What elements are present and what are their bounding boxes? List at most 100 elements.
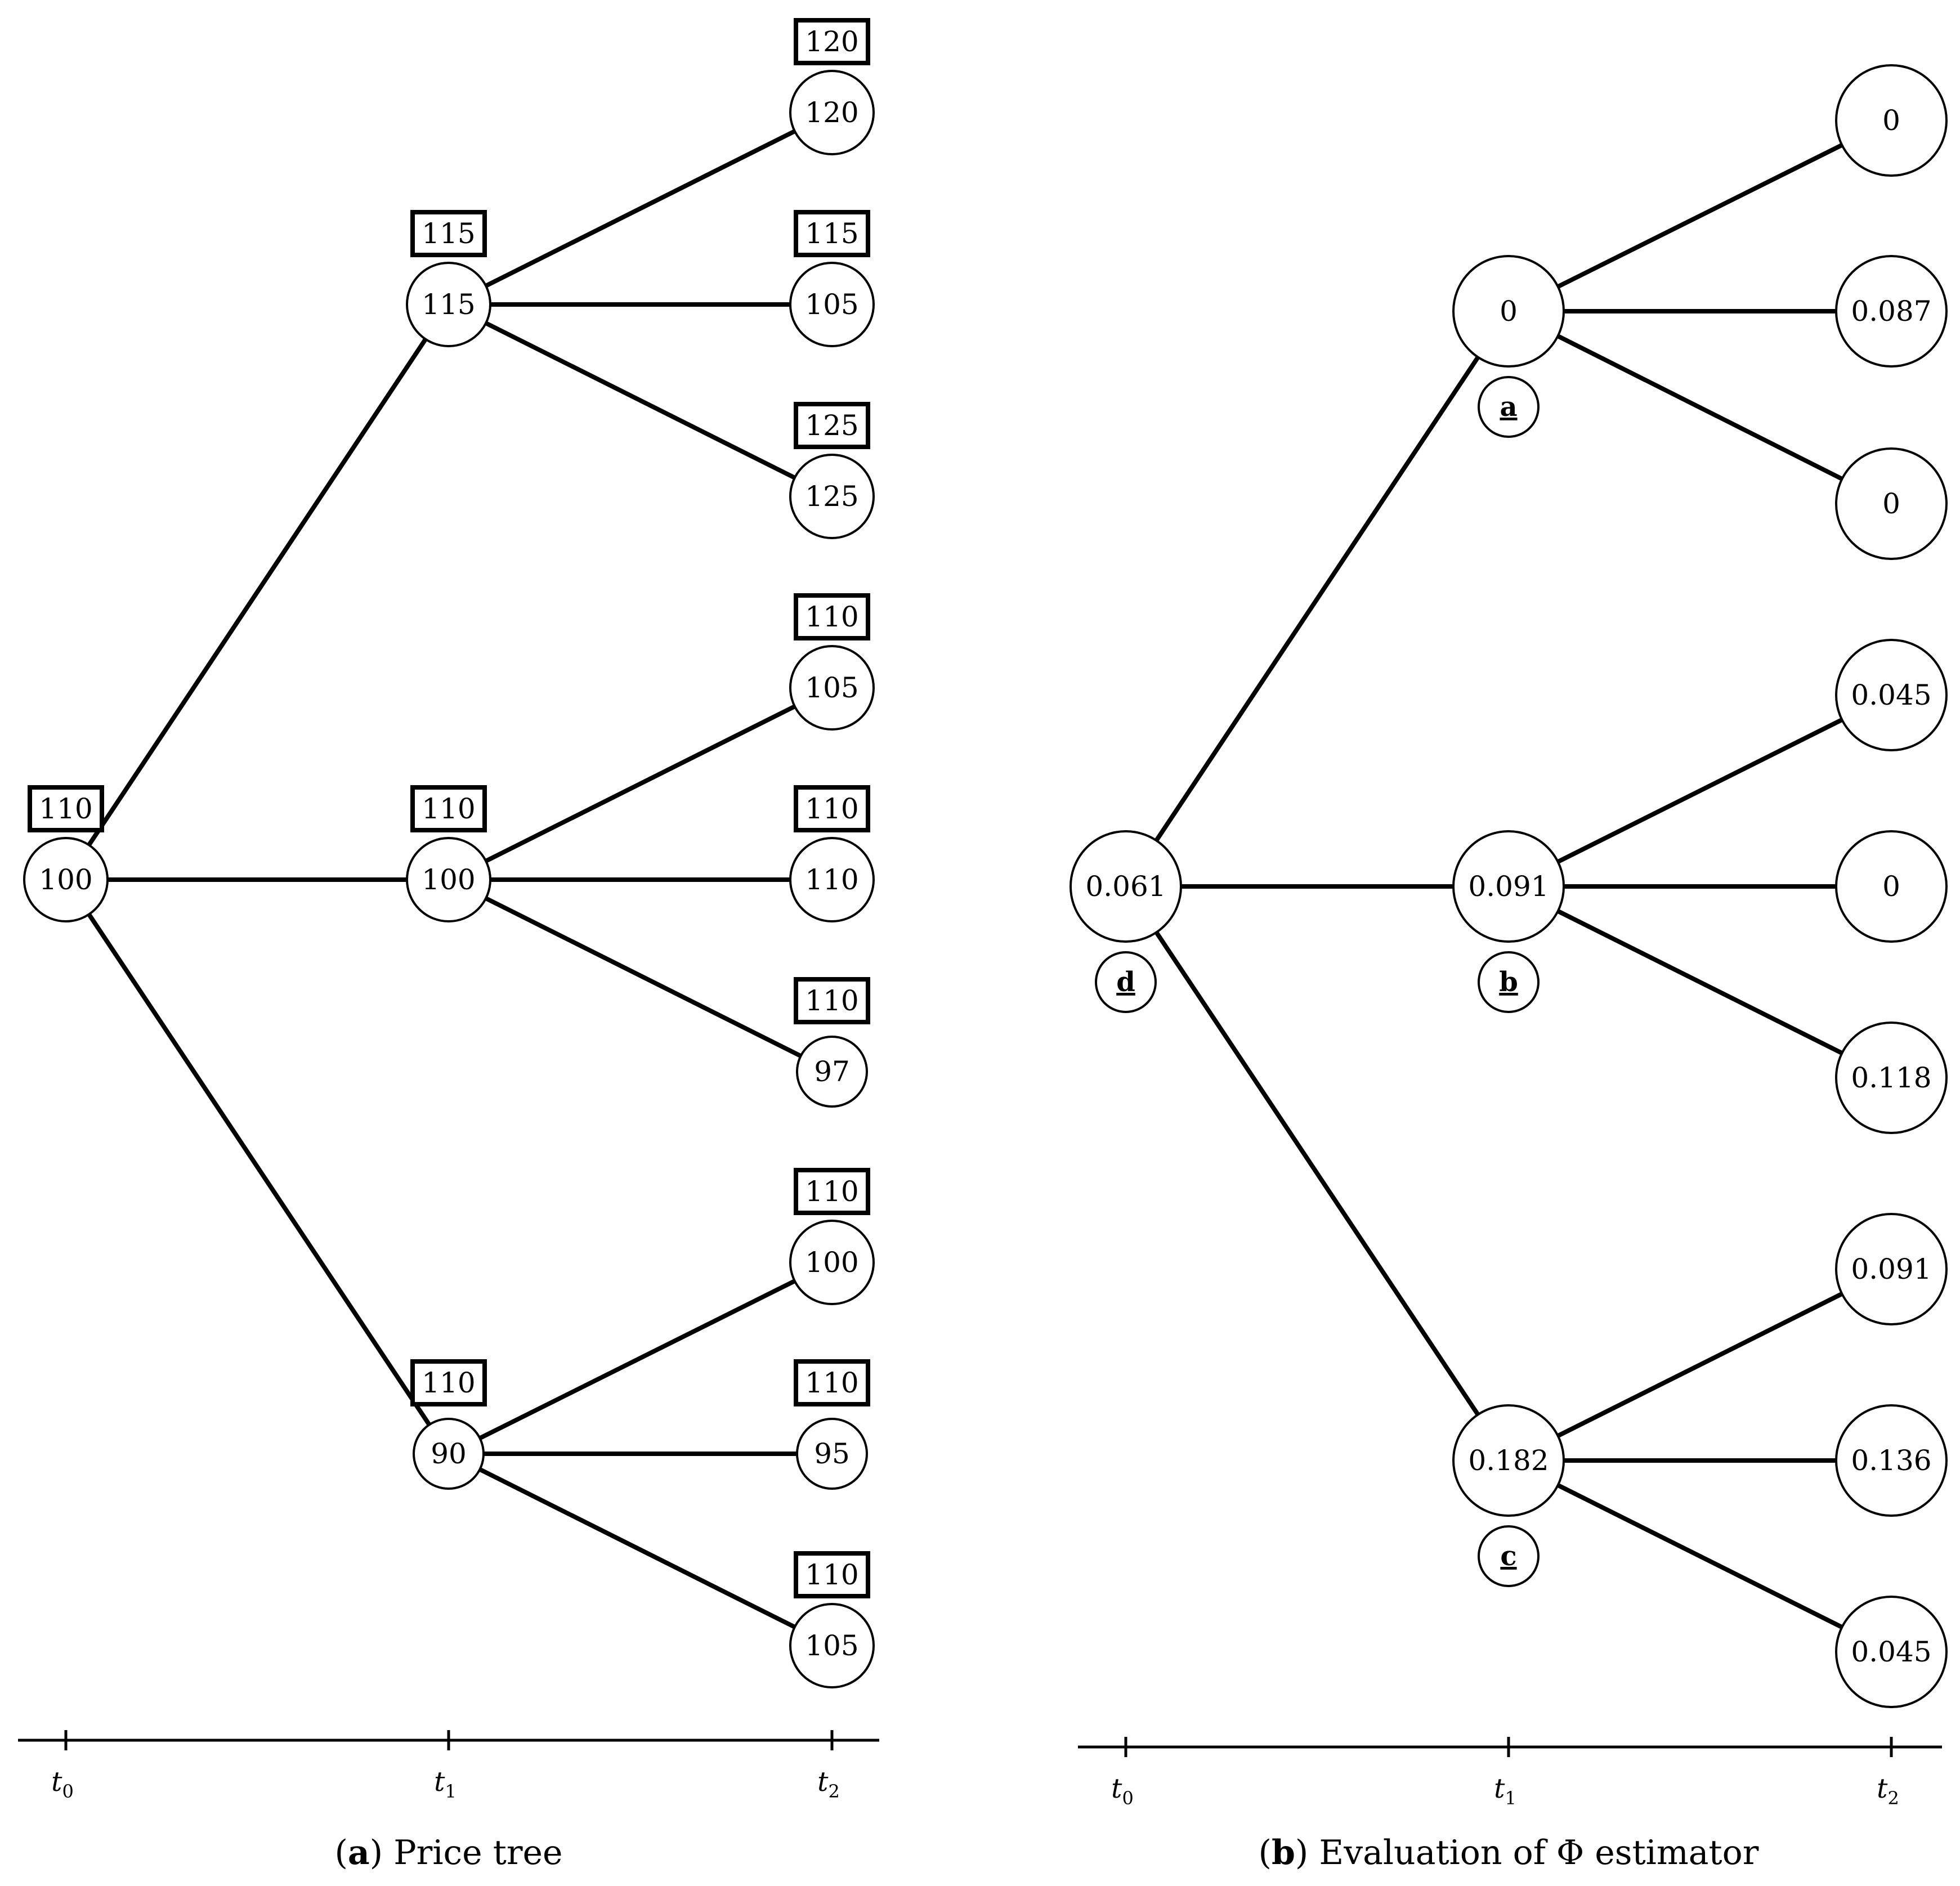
edge-b-root-to-node-0 (1124, 310, 1511, 888)
edge-root-to-node-2 (64, 878, 451, 1455)
price-node-t2-2-0-value: 100 (805, 1246, 858, 1279)
estimator-node-t2-1-2-circle (1835, 1022, 1948, 1134)
edge-root-to-node-0 (64, 303, 451, 881)
price-node-t2-0-2: 125 125 (789, 402, 875, 539)
panel-a-axis-label-2-sub: 2 (828, 1781, 839, 1802)
estimator-node-t2-2-0: 0.091 (1835, 1213, 1948, 1325)
price-node-t2-2-1-circle (796, 1418, 868, 1490)
estimator-node-t2-1-0: 0.045 (1835, 639, 1948, 751)
estimator-node-t1-2-value: 0.182 (1468, 1444, 1549, 1477)
price-node-t2-0-1-value: 105 (805, 288, 858, 321)
estimator-node-t2-1-2-value: 0.118 (1851, 1061, 1931, 1094)
panel-a-axis-label-0-base: t (51, 1766, 62, 1798)
panel-a-caption-letter: a (348, 1833, 370, 1872)
panel-a-caption-close: ) (370, 1833, 393, 1872)
price-node-t2-2-2-box (794, 1551, 870, 1598)
price-node-t2-0-2-box-value: 125 (805, 409, 858, 442)
estimator-node-t2-0-1-circle (1835, 255, 1948, 368)
price-node-t2-1-2-circle (796, 1036, 868, 1108)
panel-b-time-axis: t 0 t1 t2 (1078, 1737, 1942, 1809)
edge-b-node-0-to-leaf-0 (1507, 118, 1892, 313)
price-node-t2-2-2-circle (789, 1603, 875, 1688)
estimator-node-t2-1-1-circle (1835, 830, 1948, 943)
edge-b-node-1-to-leaf-0 (1507, 693, 1892, 889)
price-node-t2-1-0-box (794, 593, 870, 640)
price-node-t1-1-box (410, 785, 487, 832)
panel-b-axis-label-2-sub: 2 (1887, 1788, 1899, 1809)
edge-b-root-to-node-2 (1124, 885, 1511, 1462)
panel-a-axis-label-0-sub: 0 (62, 1781, 73, 1802)
estimator-node-t2-0-2-circle (1835, 447, 1948, 560)
price-node-t2-2-0-circle (789, 1220, 875, 1305)
panel-a-caption-text: Price tree (393, 1833, 562, 1872)
price-node-t1-2-value: 90 (431, 1437, 467, 1470)
estimator-node-t1-0-value: 0 (1500, 295, 1518, 328)
estimator-node-t2-2-2-value: 0.045 (1851, 1636, 1931, 1668)
estimator-node-t2-2-2-circle (1835, 1596, 1948, 1708)
edge-node-1-to-leaf-0 (448, 686, 833, 882)
estimator-node-root-value: 0.061 (1085, 870, 1166, 903)
price-node-t2-0-0-box-value: 120 (805, 25, 858, 58)
price-node-t1-2-box (410, 1359, 487, 1406)
price-node-t1-1-box-value: 110 (422, 792, 475, 825)
edge-node-0-to-leaf-2 (448, 302, 833, 499)
price-node-t2-2-1-box (794, 1359, 870, 1406)
edge-b-node-2-to-leaf-2 (1507, 1458, 1892, 1654)
price-node-t2-2-0-box (794, 1168, 870, 1215)
estimator-node-t2-0-0-value: 0 (1882, 104, 1900, 137)
panel-a-axis-label-1-base: t (434, 1766, 445, 1798)
price-node-t2-2-1-value: 95 (814, 1437, 850, 1470)
price-node-root-circle (23, 837, 109, 922)
edge-b-node-2-to-leaf-0 (1507, 1267, 1892, 1463)
panel-b-axis-label-2: t2 (1877, 1773, 1899, 1809)
price-node-t1-1-value: 100 (422, 863, 475, 896)
panel-a-edges (64, 110, 833, 1648)
price-node-t2-0-2-box (794, 402, 870, 449)
estimator-node-t1-1-label-circle (1478, 951, 1540, 1013)
panel-b-axis-label-1-base: t (1494, 1773, 1505, 1804)
estimator-node-t1-2-label-circle (1478, 1525, 1540, 1587)
price-node-t2-0-1-box (794, 210, 870, 257)
panel-b-axis-label-1-sub: 1 (1505, 1788, 1516, 1809)
price-node-t1-1: 100 110 (406, 785, 491, 922)
estimator-node-t1-0-label-circle (1478, 376, 1540, 438)
edge-b-node-1-to-leaf-2 (1507, 884, 1892, 1080)
estimator-node-t1-0-circle (1452, 255, 1565, 368)
estimator-node-t2-0-0-circle (1835, 64, 1948, 177)
edge-node-2-to-leaf-0 (448, 1260, 833, 1456)
estimator-node-t2-0-0: 0 (1835, 64, 1948, 177)
panel-b-axis-label-1: t1 (1494, 1773, 1516, 1809)
estimator-node-t2-1-1: 0 (1835, 830, 1948, 943)
panel-b-axis-label-0-sub: 0 (1122, 1788, 1133, 1809)
estimator-node-t2-2-0-circle (1835, 1213, 1948, 1325)
price-node-t2-1-2-box-value: 110 (805, 984, 858, 1017)
estimator-node-t2-0-1: 0.087 (1835, 255, 1948, 368)
price-node-t1-0-box (410, 210, 487, 257)
estimator-node-t2-2-1-circle (1835, 1404, 1948, 1517)
price-node-t2-0-1-circle (789, 262, 875, 347)
estimator-node-t1-0: 0a (1452, 255, 1565, 438)
panel-b-caption-text: Evaluation of Φ estimator (1319, 1833, 1758, 1872)
price-node-t2-2-0-box-value: 110 (805, 1175, 858, 1208)
panel-a-axis-label-2-base: t (817, 1766, 829, 1798)
price-node-t2-1-1-box (794, 785, 870, 832)
price-node-t1-0-box-value: 115 (422, 217, 475, 250)
price-node-t2-2-2-value: 105 (805, 1629, 858, 1662)
panel-b-caption-close: ) (1295, 1833, 1319, 1872)
price-node-t2-0-2-value: 125 (805, 480, 858, 513)
price-node-t1-0-value: 115 (422, 288, 475, 321)
estimator-node-t2-1-1-value: 0 (1882, 870, 1900, 903)
panel-a-price-tree: 1001101151151201201051151251251001101051… (18, 18, 879, 1872)
panel-b-phi-estimator: 0.061d0a00.08700.091b0.04500.1180.182c0.… (1070, 64, 1948, 1872)
price-node-root-box (28, 785, 104, 832)
